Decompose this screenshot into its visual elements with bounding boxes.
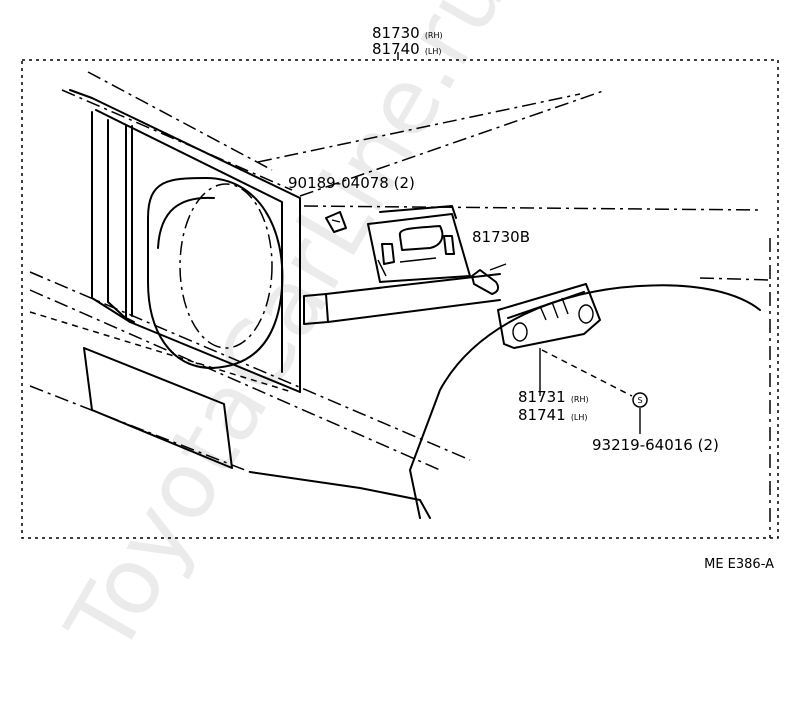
- lens-label-lh: 81741 (LH): [518, 405, 588, 424]
- lens-label-group: 81731 (RH) 81741 (LH): [518, 348, 589, 424]
- assembly-label-lh: 81740 (LH): [372, 39, 442, 58]
- fender: [249, 238, 771, 538]
- lens-part: [497, 283, 601, 349]
- assembly-rh-suffix: (RH): [425, 31, 443, 40]
- clip-label: 90189-04078 (2): [288, 174, 415, 192]
- assembly-label-group: 81730 (RH) 81740 (LH): [372, 23, 443, 58]
- bulb-part: 81730B: [471, 228, 530, 295]
- lens-lh-suffix: (LH): [571, 413, 588, 422]
- assembly-rh-number: 81730: [372, 24, 420, 42]
- assembly-lh-number: 81740: [372, 40, 420, 58]
- assembly-lh-suffix: (LH): [425, 47, 442, 56]
- figure-code: ME E386-A: [704, 557, 774, 572]
- screw-part: S 93219-64016 (2): [541, 349, 719, 454]
- watermark: ToyotaCarLine.ru: [46, 0, 527, 672]
- lens-label-rh: 81731 (RH): [518, 387, 589, 406]
- assembly-boundary: [21, 59, 779, 539]
- assembly-label-rh: 81730 (RH): [372, 23, 443, 42]
- lens-rh-suffix: (RH): [571, 395, 589, 404]
- watermark-text: ToyotaCarLine.ru: [46, 0, 527, 672]
- lens-lh-number: 81741: [518, 406, 566, 424]
- screw-symbol: S: [637, 396, 642, 405]
- lens-rh-number: 81731: [518, 388, 566, 406]
- bulb-label: 81730B: [472, 228, 530, 246]
- clip-part: 90189-04078 (2): [288, 174, 415, 233]
- socket-part: [367, 205, 471, 283]
- screw-icon: [632, 392, 648, 408]
- screw-label: 93219-64016 (2): [592, 436, 719, 454]
- side-trim: [83, 273, 501, 469]
